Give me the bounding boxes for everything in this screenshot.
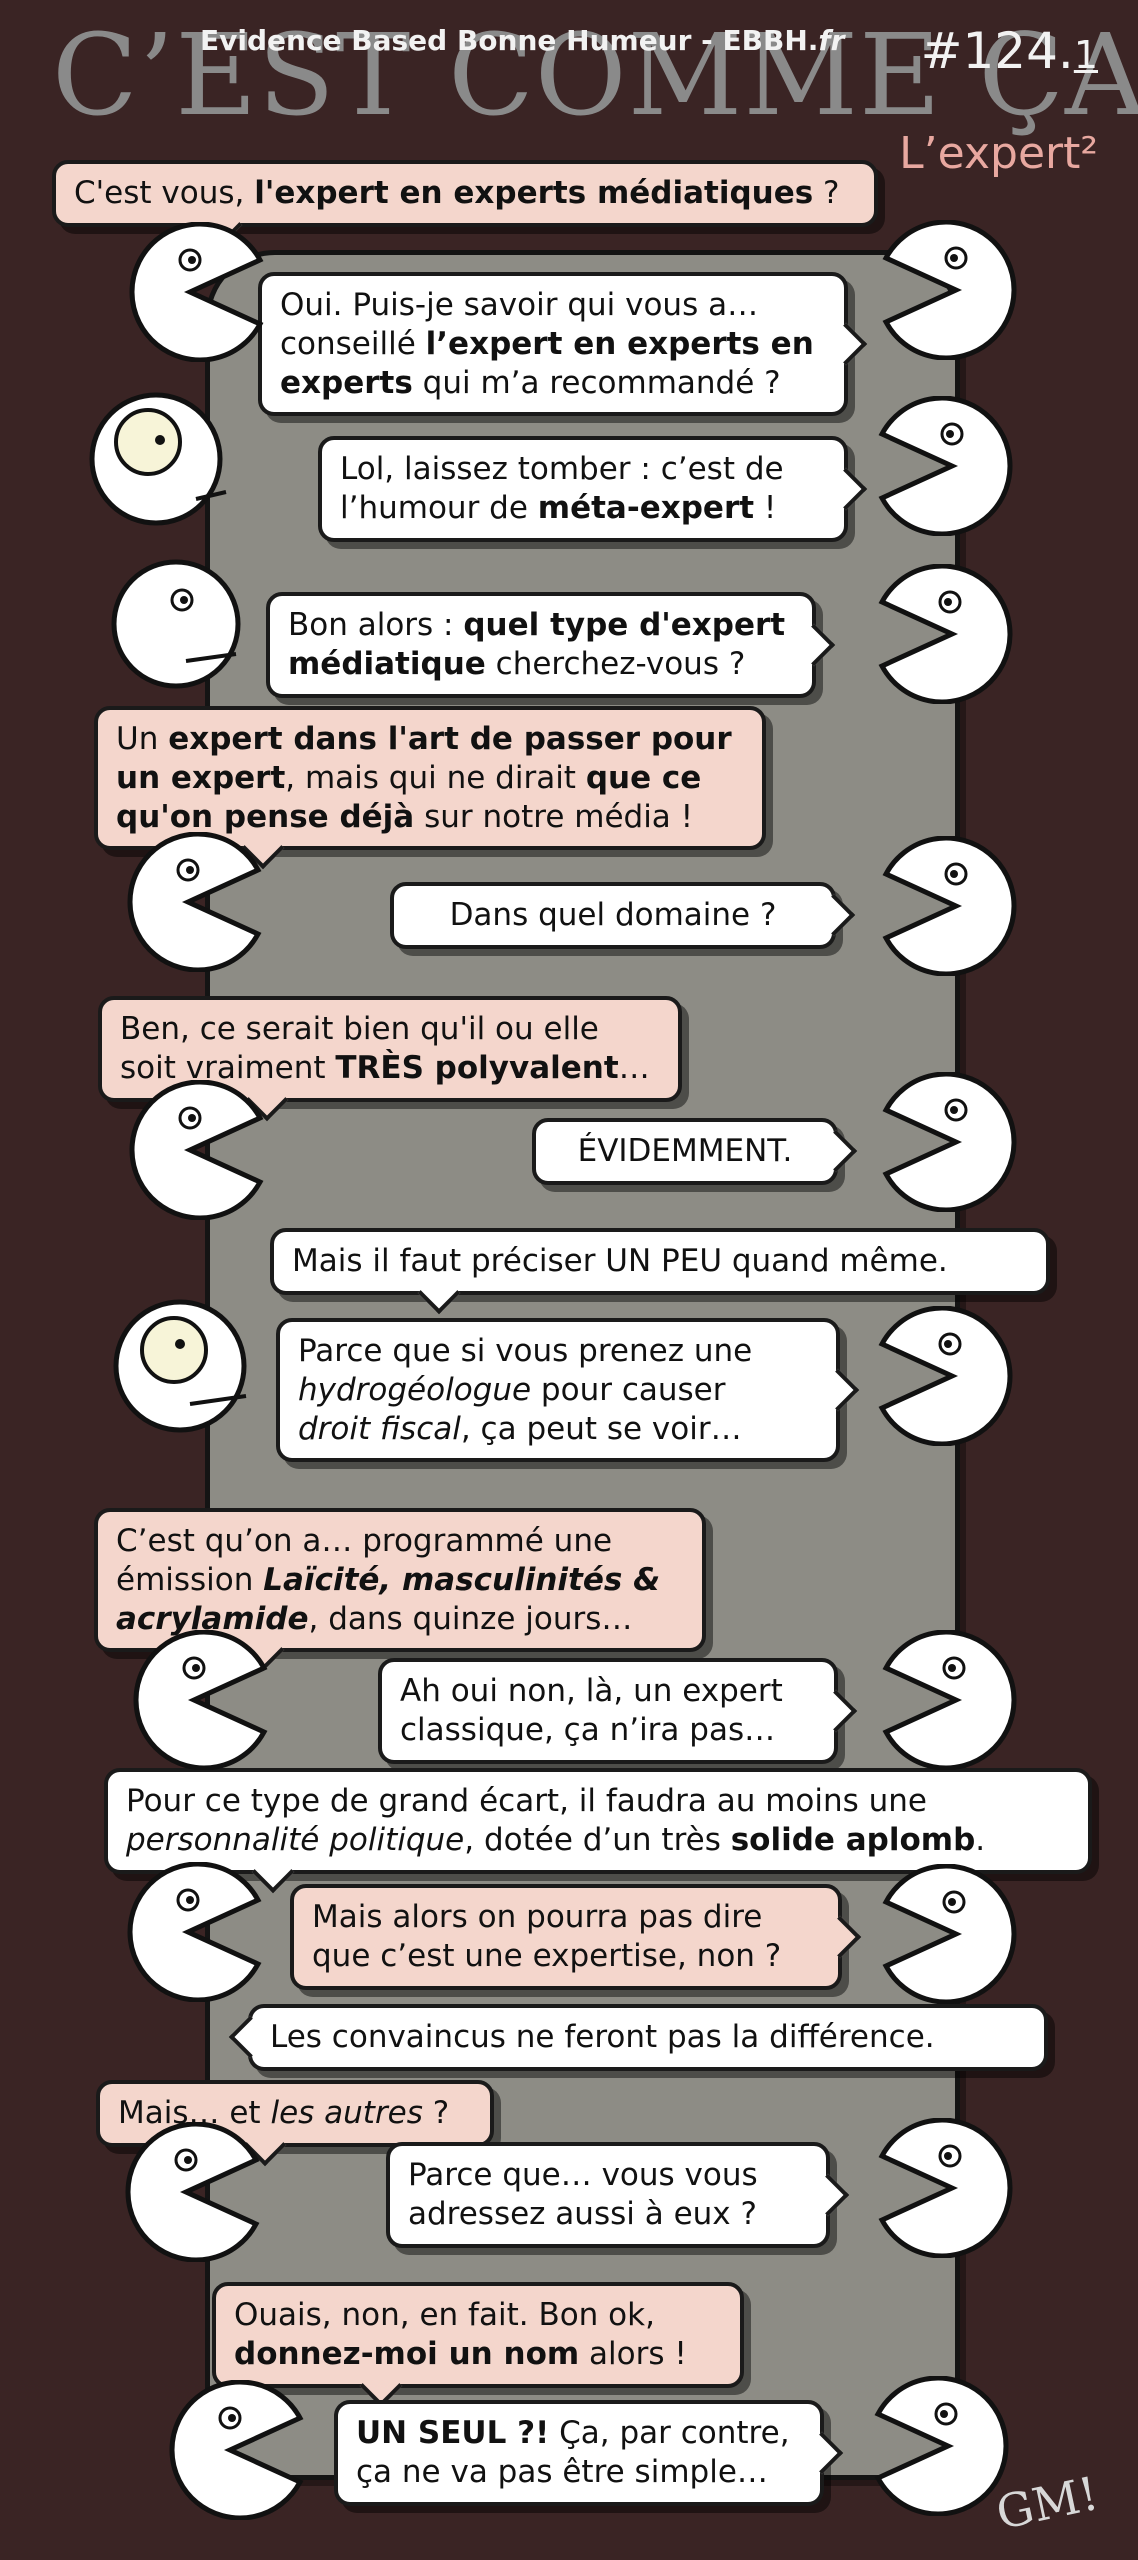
pacman-character-right bbox=[882, 1864, 1017, 2004]
bubble-line: Bon alors : quel type d'expert bbox=[288, 607, 786, 643]
bubble-line: UN SEUL ?! Ça, par contre, bbox=[356, 2415, 790, 2451]
bubble-line: C'est vous, l'expert en experts médiatiq… bbox=[74, 175, 840, 211]
bubble-line: qu'on pense déjà sur notre média ! bbox=[116, 798, 694, 835]
pacman-character-right bbox=[878, 2118, 1013, 2258]
pacman-character-left bbox=[169, 2380, 304, 2520]
bubble-line: adressez aussi à eux ? bbox=[408, 2195, 757, 2232]
bubble-line: Mais il faut préciser UN PEU quand même. bbox=[292, 1243, 948, 1279]
bubble-line: Pour ce type de grand écart, il faudra a… bbox=[126, 1783, 928, 1819]
pacman-character-left bbox=[127, 832, 262, 972]
bubble-line: Dans quel domaine ? bbox=[449, 897, 777, 933]
episode-main: #124. bbox=[920, 22, 1074, 80]
speech-bubble-9: Mais il faut préciser UN PEU quand même. bbox=[270, 1228, 1050, 1295]
round-face-character-left bbox=[113, 1299, 247, 1433]
bubble-line: Un expert dans l'art de passer pour bbox=[116, 721, 732, 757]
bubble-line: ÉVIDEMMENT. bbox=[577, 1133, 793, 1169]
bubble-line: que c’est une expertise, non ? bbox=[312, 1937, 782, 1974]
speech-bubble-15: Les convaincus ne feront pas la différen… bbox=[248, 2004, 1048, 2071]
round-face-character-left bbox=[89, 392, 227, 526]
bubble-line: Oui. Puis-je savoir qui vous a… bbox=[280, 287, 759, 323]
subtitle-domain-suffix: fr bbox=[818, 24, 845, 57]
pacman-character-right bbox=[882, 836, 1017, 976]
bubble-line: Ouais, non, en fait. Bon ok, bbox=[234, 2297, 655, 2333]
bubble-line: C’est qu’on a… programmé une bbox=[116, 1523, 613, 1559]
bubble-line: experts qui m’a recommandé ? bbox=[280, 364, 781, 401]
bubble-line: Les convaincus ne feront pas la différen… bbox=[270, 2019, 935, 2055]
pacman-character-right bbox=[878, 1306, 1013, 1446]
pacman-character-right bbox=[878, 564, 1013, 704]
speech-bubble-16: Mais… et les autres ? bbox=[96, 2080, 494, 2147]
pacman-character-left bbox=[133, 1630, 268, 1770]
pacman-character-right bbox=[882, 1630, 1017, 1770]
episode-sub: 1 bbox=[1073, 33, 1098, 77]
bubble-line: Parce que si vous prenez une bbox=[298, 1333, 753, 1369]
bubble-line: classique, ça n’ira pas… bbox=[400, 1711, 776, 1748]
comic-subtitle: Evidence Based Bonne Humeur - EBBH.fr bbox=[200, 24, 844, 57]
pacman-character-left bbox=[125, 2122, 260, 2262]
speech-bubble-13: Pour ce type de grand écart, il faudra a… bbox=[104, 1768, 1092, 1874]
pacman-character-left bbox=[129, 1080, 264, 1220]
pacman-character-right bbox=[882, 1072, 1017, 1212]
bubble-line: personnalité politique, dotée d’un très … bbox=[126, 1821, 986, 1858]
bubble-line: Mais alors on pourra pas dire bbox=[312, 1899, 763, 1935]
round-face-character-left bbox=[111, 559, 241, 689]
bubble-line: l’humour de méta-expert ! bbox=[340, 489, 777, 526]
episode-number: #124.1 bbox=[921, 22, 1098, 80]
bubble-line: ça ne va pas être simple… bbox=[356, 2453, 768, 2490]
comic-title: C’EST COMME ÇA bbox=[52, 11, 1138, 141]
pacman-character-right bbox=[874, 2376, 1009, 2516]
speech-bubble-8: ÉVIDEMMENT. bbox=[532, 1118, 838, 1185]
bubble-line: Lol, laissez tomber : c’est de bbox=[340, 451, 784, 487]
bubble-line: Ah oui non, là, un expert bbox=[400, 1673, 783, 1709]
pacman-character-left bbox=[129, 222, 264, 362]
bubble-line: hydrogéologue pour causer bbox=[298, 1371, 726, 1408]
bubble-line: un expert, mais qui ne dirait que ce bbox=[116, 759, 702, 796]
pacman-character-left bbox=[127, 1862, 262, 2002]
pacman-character-right bbox=[882, 220, 1017, 360]
speech-bubble-18: Ouais, non, en fait. Bon ok,donnez-moi u… bbox=[212, 2282, 744, 2388]
speech-bubble-6: Dans quel domaine ? bbox=[390, 882, 836, 949]
pacman-character-right bbox=[878, 396, 1013, 536]
subtitle-text: Evidence Based Bonne Humeur - EBBH. bbox=[200, 24, 819, 57]
bubble-line: émission Laïcité, masculinités & bbox=[116, 1561, 661, 1598]
bubble-line: Ben, ce serait bien qu'il ou elle bbox=[120, 1011, 599, 1047]
bubble-line: droit fiscal, ça peut se voir… bbox=[298, 1410, 742, 1447]
speech-bubble-19: UN SEUL ?! Ça, par contre,ça ne va pas ê… bbox=[334, 2400, 824, 2506]
bubble-line: médiatique cherchez-vous ? bbox=[288, 645, 746, 682]
episode-tag: L’expert² bbox=[899, 128, 1098, 179]
bubble-line: soit vraiment TRÈS polyvalent… bbox=[120, 1049, 650, 1086]
bubble-line: conseillé l’expert en experts en bbox=[280, 325, 814, 362]
speech-bubble-1: C'est vous, l'expert en experts médiatiq… bbox=[52, 160, 878, 227]
bubble-line: Parce que… vous vous bbox=[408, 2157, 758, 2193]
bubble-line: donnez-moi un nom alors ! bbox=[234, 2335, 687, 2372]
speech-bubble-2: Oui. Puis-je savoir qui vous a…conseillé… bbox=[258, 272, 848, 417]
